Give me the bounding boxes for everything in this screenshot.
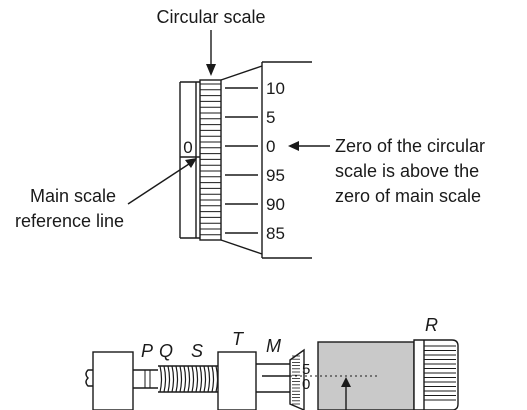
reference-pointer-arrowhead	[185, 158, 197, 168]
reference-label-line-2: reference line	[15, 211, 124, 231]
thimble-graduations	[292, 355, 300, 405]
circular-scale-numbers: 10 5 0 95 90 85	[266, 79, 285, 243]
label-s: S	[191, 341, 203, 361]
pointer-arrowhead	[341, 377, 351, 387]
main-scale-zero-label: 0	[183, 138, 192, 157]
thimble-number-0: 0	[302, 376, 310, 393]
thimble-number-5: 5	[302, 361, 310, 378]
zero-note-line-2: scale is above the	[335, 161, 479, 181]
sleeve: 0	[179, 81, 200, 239]
label-m: M	[266, 336, 281, 356]
frame-anvil-block	[92, 351, 134, 410]
circular-number: 95	[266, 166, 285, 185]
reference-pointer-shaft	[127, 161, 193, 205]
label-p: P	[141, 341, 153, 361]
thimble-front: 5 0	[289, 348, 310, 410]
zero-note-arrowhead	[288, 141, 299, 151]
screw-thread	[158, 365, 219, 393]
anvil-knob	[85, 369, 93, 387]
main-scale-sleeve	[256, 363, 290, 393]
frame-block-t	[217, 351, 257, 410]
circular-scale-strip	[199, 79, 222, 241]
label-q: Q	[159, 341, 173, 361]
circular-scale-arrowhead	[206, 64, 216, 76]
thimble-bevel	[220, 61, 312, 259]
circular-number: 10	[266, 79, 285, 98]
circular-scale-label: Circular scale	[156, 7, 265, 27]
ratchet-r	[413, 339, 459, 410]
label-t: T	[232, 329, 245, 349]
screw-gauge: P Q S T M R 5 0	[85, 315, 459, 410]
label-r: R	[425, 315, 438, 335]
enlarged-scale-view: Circular scale 0	[15, 7, 485, 259]
circular-number: 90	[266, 195, 285, 214]
circular-number: 85	[266, 224, 285, 243]
zero-note-line-3: zero of main scale	[335, 186, 481, 206]
zero-note-line-1: Zero of the circular	[335, 136, 485, 156]
circular-scale-graduations	[200, 83, 221, 236]
circular-number-zero: 0	[266, 137, 275, 156]
ratchet-knurling	[423, 340, 456, 410]
circular-number: 5	[266, 108, 275, 127]
reference-label-line-1: Main scale	[30, 186, 116, 206]
thimble-major-ticks	[225, 87, 258, 234]
